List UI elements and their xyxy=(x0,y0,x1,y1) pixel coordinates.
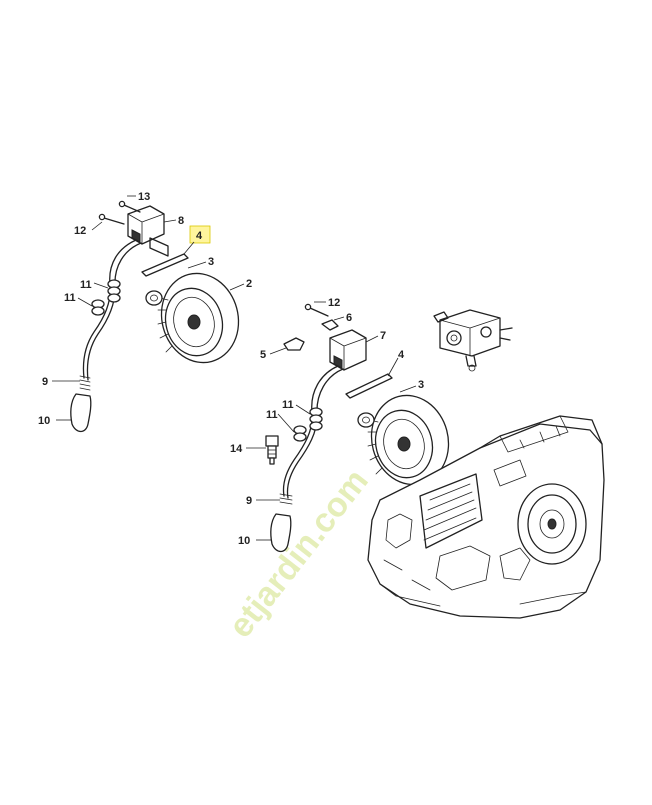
part-4-upper xyxy=(141,253,189,277)
callout-6-lower: 6 xyxy=(346,312,352,324)
screw-12-lower xyxy=(304,303,329,317)
nut-upper xyxy=(145,290,163,306)
cylinder-fins xyxy=(419,473,483,549)
callout-3-lower: 3 xyxy=(418,379,424,391)
callout-11b-upper: 11 xyxy=(64,292,76,304)
callout-2-upper: 2 xyxy=(246,278,252,290)
callout-11a-upper: 11 xyxy=(80,279,92,291)
callout-12-upper: 12 xyxy=(74,225,86,237)
callouts-lower: 12 6 7 5 4 3 11 11 14 9 10 xyxy=(230,297,424,547)
callout-4-upper: 4 xyxy=(196,230,203,242)
callout-7-lower: 7 xyxy=(380,330,386,342)
clip-6-lower xyxy=(321,319,339,331)
callout-9-upper: 9 xyxy=(42,376,48,388)
callout-12-lower: 12 xyxy=(328,297,340,309)
callout-10-lower: 10 xyxy=(238,535,250,547)
grommet-upper-2 xyxy=(91,299,105,316)
ignition-lead-lower xyxy=(282,365,339,497)
screw-13-upper xyxy=(118,200,141,213)
ignition-coil-lower xyxy=(329,329,367,371)
upper-assembly xyxy=(70,200,240,433)
spring-upper xyxy=(79,375,91,391)
watermark-text: etjardin.com xyxy=(221,462,375,645)
callout-4-lower: 4 xyxy=(398,349,405,361)
screw-12-upper xyxy=(98,213,125,225)
grommet-lower-2 xyxy=(293,425,307,442)
grommet-upper-1 xyxy=(107,279,121,303)
starter-housing xyxy=(517,483,587,565)
grommet-lower-1 xyxy=(309,407,323,431)
callout-13-upper: 13 xyxy=(138,191,150,203)
callout-11b-lower: 11 xyxy=(266,409,278,421)
callout-11a-lower: 11 xyxy=(282,399,294,411)
engine-housing-illustration xyxy=(367,415,605,619)
ignition-coil-upper xyxy=(127,205,169,257)
callout-3-upper: 3 xyxy=(208,256,214,268)
nut-lower xyxy=(357,412,375,428)
spring-lower xyxy=(279,493,293,505)
callout-4-highlight xyxy=(189,225,211,244)
callout-9-lower: 9 xyxy=(246,495,252,507)
callouts-upper: 13 8 12 4 3 11 11 2 9 10 xyxy=(38,191,252,427)
spark-plug-lower xyxy=(265,435,279,465)
flywheel-upper xyxy=(157,272,240,364)
callout-8-upper: 8 xyxy=(178,215,184,227)
ignition-lead-upper xyxy=(82,239,137,379)
plug-boot-upper xyxy=(70,393,92,433)
lower-assembly xyxy=(265,303,450,553)
carburetor-illustration xyxy=(433,309,513,372)
callout-5-lower: 5 xyxy=(260,349,266,361)
part-5-lower xyxy=(283,337,305,351)
callout-10-upper: 10 xyxy=(38,415,50,427)
plug-boot-lower xyxy=(270,513,292,553)
part-4-lower xyxy=(345,373,393,399)
callout-14-lower: 14 xyxy=(230,443,243,455)
